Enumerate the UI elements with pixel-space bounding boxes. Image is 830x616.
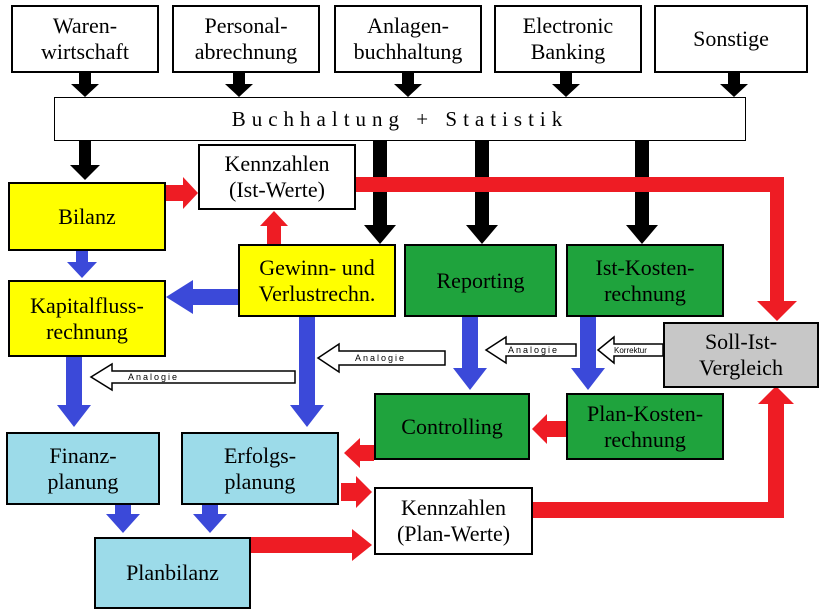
box-warenwirtschaft: Waren- wirtschaft xyxy=(11,5,159,73)
arrow-erfolgsplanung-to-planbilanz xyxy=(193,505,227,533)
box-electronic-banking: Electronic Banking xyxy=(494,5,642,73)
arrow-planbilanz-to-kennzahlen-plan xyxy=(251,529,372,561)
arrow-bar-to-reporting xyxy=(466,141,498,244)
box-reporting: Reporting xyxy=(404,244,557,317)
box-ist-kosten: Ist-Kosten- rechnung xyxy=(566,244,724,317)
box-anlagenbuchhaltung: Anlagen- buchhaltung xyxy=(334,5,482,73)
label-analogie-3: Analogie xyxy=(128,372,180,382)
arrow-guv-to-kennzahlen-ist xyxy=(260,211,288,244)
box-sonstige: Sonstige xyxy=(654,5,808,73)
box-buchhaltung-statistik: Buchhaltung + Statistik xyxy=(54,97,746,141)
arrow-bilanz-to-kapitalfluss xyxy=(67,251,97,278)
box-planbilanz: Planbilanz xyxy=(94,537,251,609)
label-analogie-1: Analogie xyxy=(355,353,407,363)
box-gewinn-verlust: Gewinn- und Verlustrechn. xyxy=(238,244,396,317)
arrow-anlagen-to-bar xyxy=(394,73,422,97)
arrow-sonstige-to-bar xyxy=(720,73,748,97)
box-bilanz: Bilanz xyxy=(8,182,166,251)
arrow-guv-to-erfolgsplanung xyxy=(290,317,324,427)
box-kennzahlen-ist: Kennzahlen (Ist-Werte) xyxy=(198,144,356,210)
arrow-kapitalfluss-to-finanzplanung xyxy=(57,357,91,427)
arrow-bilanz-to-kennzahlen-ist xyxy=(166,177,198,209)
arrow-analogie-1 xyxy=(316,342,446,374)
box-kennzahlen-plan: Kennzahlen (Plan-Werte) xyxy=(374,487,533,555)
arrow-kennzahlen-plan-to-soll-ist xyxy=(533,386,794,518)
box-controlling: Controlling xyxy=(374,393,530,460)
arrow-controlling-to-erfolgsplanung xyxy=(344,438,374,468)
arrow-reporting-to-controlling xyxy=(453,317,487,390)
arrow-bar-to-bilanz xyxy=(70,141,100,180)
arrow-bar-to-guv xyxy=(364,141,396,244)
arrow-plankosten-to-controlling xyxy=(532,414,566,444)
label-analogie-2: Analogie xyxy=(508,345,560,355)
arrow-banking-to-bar xyxy=(552,73,580,97)
arrow-guv-to-kapitalfluss xyxy=(166,280,238,314)
arrow-analogie-2 xyxy=(484,335,577,365)
box-kapitalfluss: Kapitalfluss- rechnung xyxy=(8,280,166,357)
arrow-finanzplanung-to-planbilanz xyxy=(106,505,140,533)
box-erfolgsplanung: Erfolgs- planung xyxy=(181,432,339,505)
arrow-analogie-3 xyxy=(89,362,296,392)
box-finanzplanung: Finanz- planung xyxy=(6,432,160,505)
arrow-bar-to-ist-kosten xyxy=(626,141,658,244)
box-soll-ist: Soll-Ist- Vergleich xyxy=(663,322,819,388)
arrow-personal-to-bar xyxy=(225,73,253,97)
arrow-korrektur xyxy=(596,335,664,365)
box-personalabrechnung: Personal- abrechnung xyxy=(172,5,320,73)
arrow-erfolgsplanung-to-kennzahlen-plan xyxy=(341,476,372,508)
box-plan-kosten: Plan-Kosten- rechnung xyxy=(566,393,724,460)
arrow-warenwirtschaft-to-bar xyxy=(71,73,99,97)
label-korrektur: Korrektur xyxy=(614,346,647,355)
arrow-istkosten-to-plankosten xyxy=(571,317,605,390)
arrow-kennzahlen-ist-to-soll-ist xyxy=(356,177,797,321)
